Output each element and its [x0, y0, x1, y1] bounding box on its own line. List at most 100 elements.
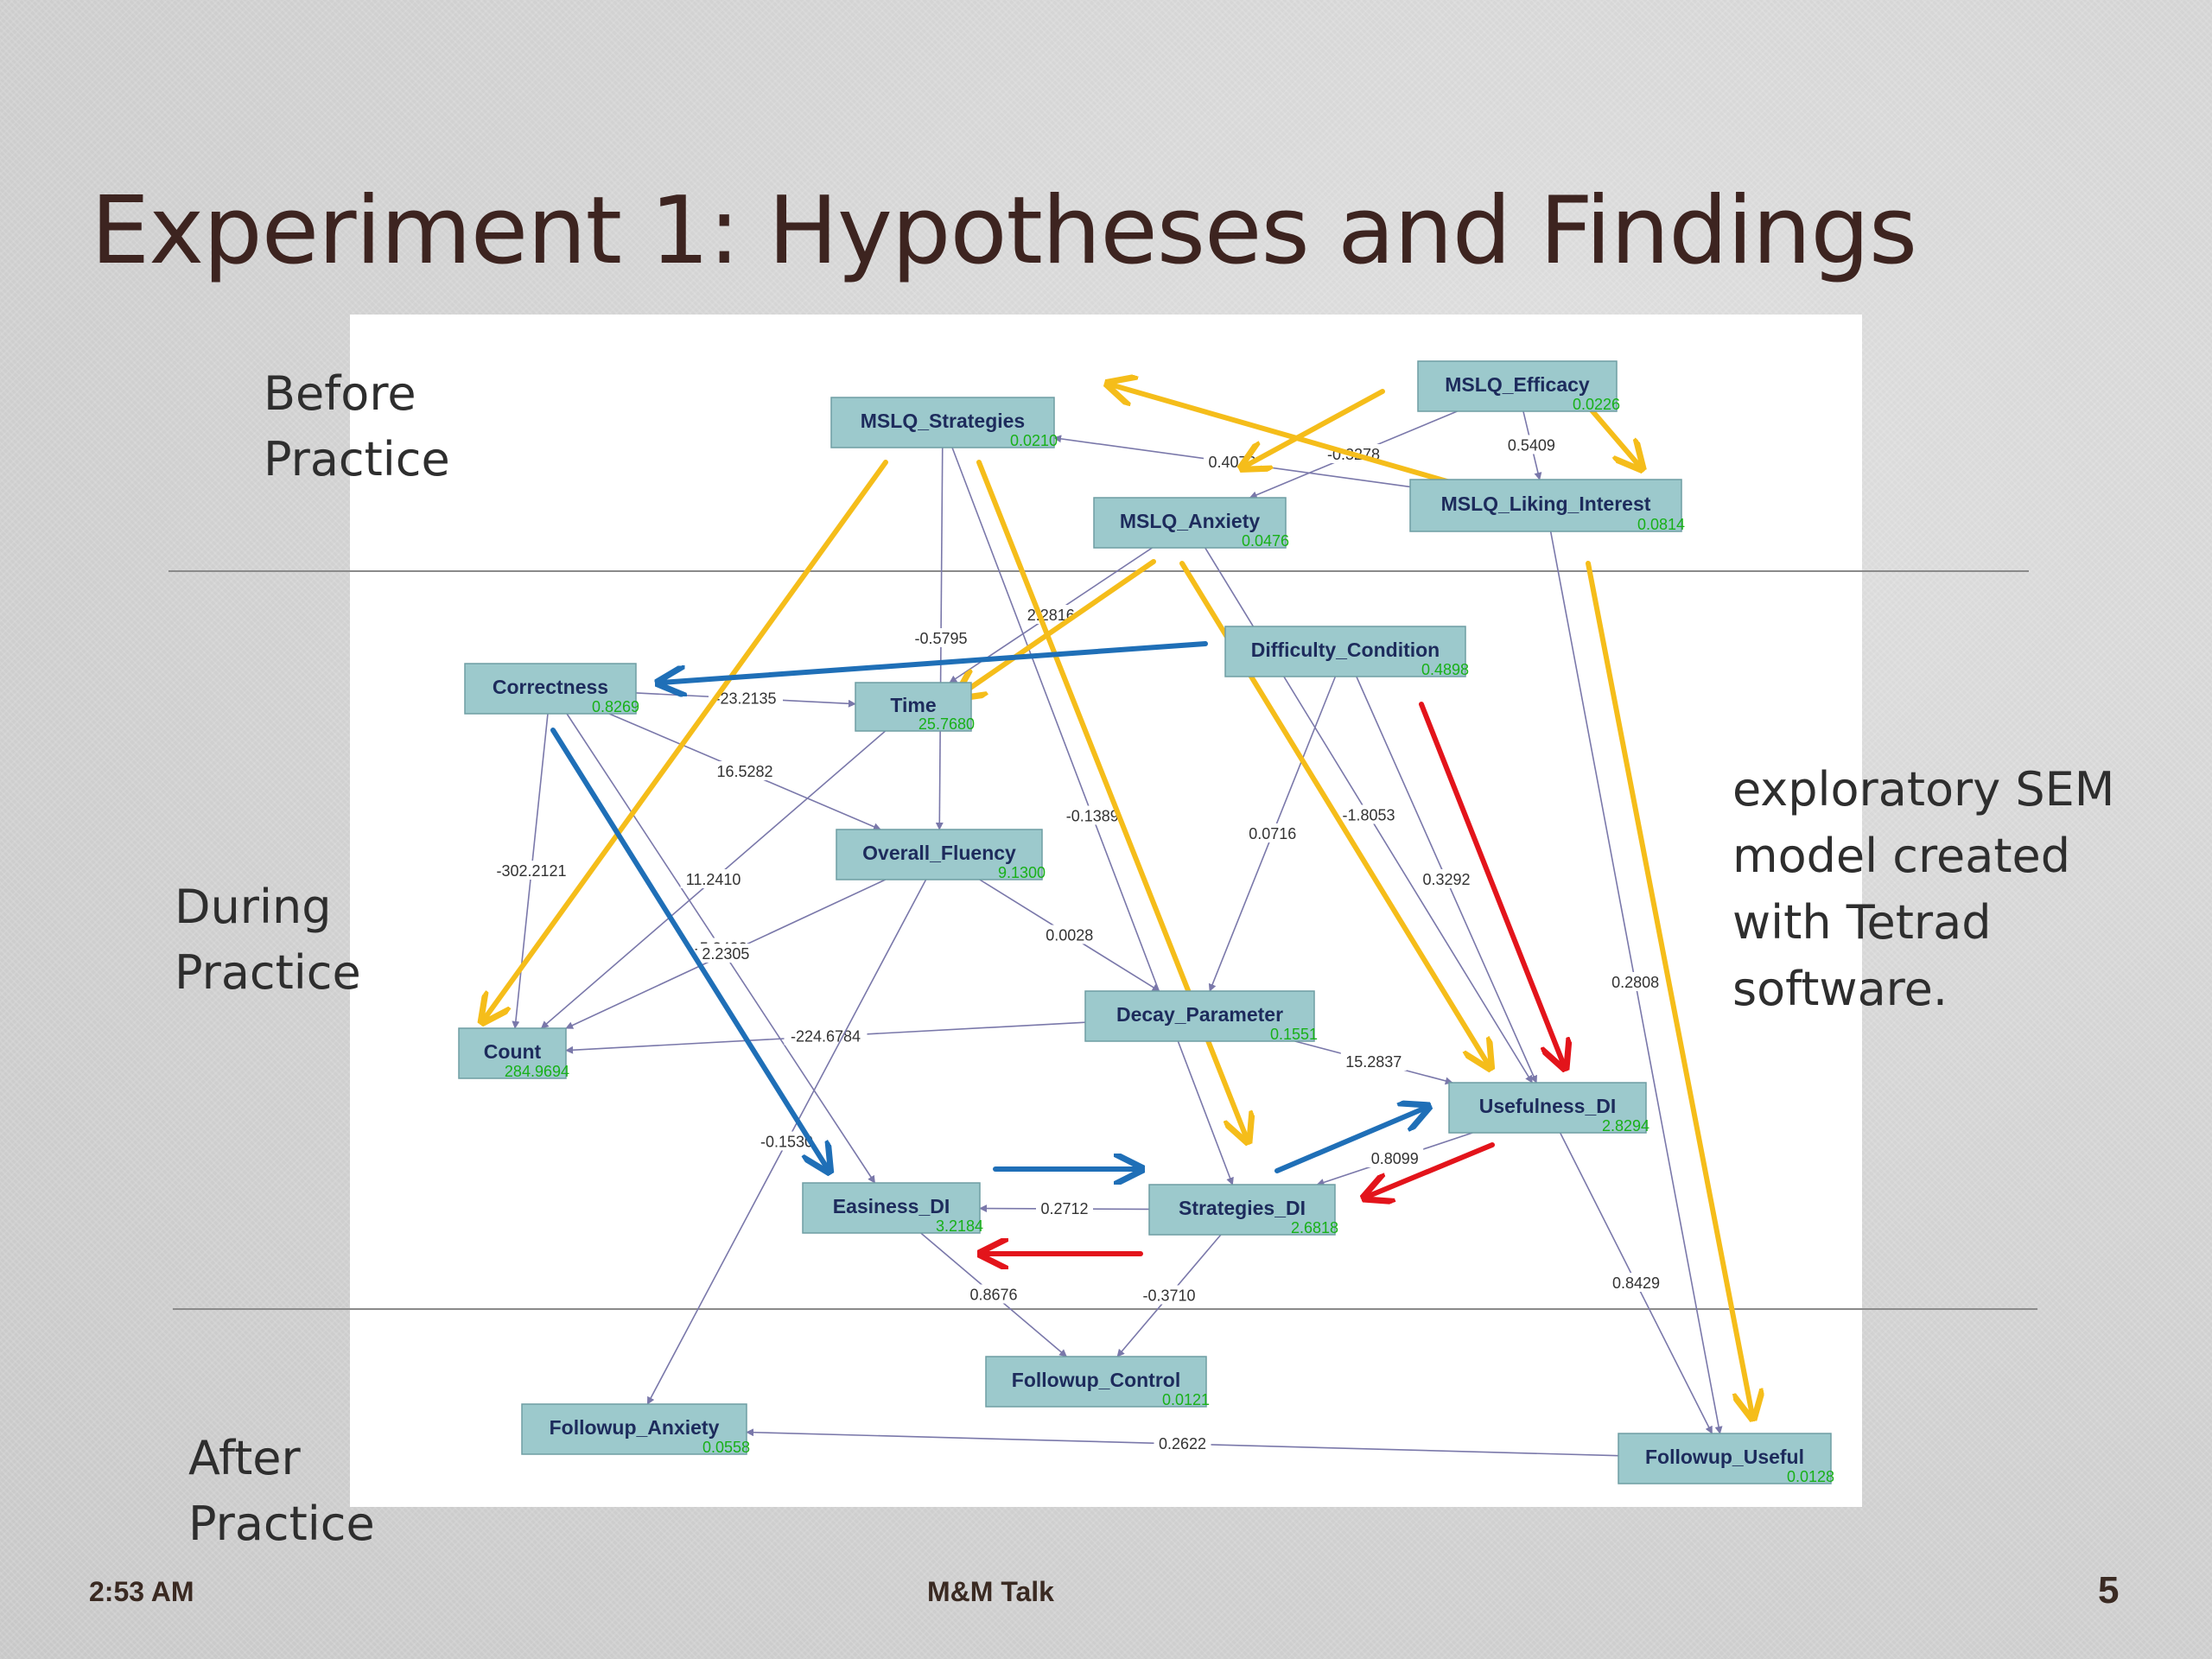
edge-correctness-to-overall-fluency: 16.5282 — [608, 713, 881, 830]
node-label: Decay_Parameter — [1116, 1003, 1283, 1026]
node-box — [985, 1356, 1207, 1408]
edge-weight-label: -0.1530 — [760, 1134, 813, 1151]
stage-label-before-line1: Before — [264, 366, 416, 421]
edge-overall-fluency-to-count: 2.2305 — [565, 879, 887, 1029]
node-box — [1448, 1082, 1647, 1134]
node-usefulness-di[interactable]: Usefulness_DI2.8294 — [1448, 1082, 1649, 1135]
edge-mslq-strategies-to-strategies-di: -0.1389 — [951, 447, 1234, 1185]
edge-weight-label: -302.2121 — [496, 862, 566, 880]
node-strategies-di[interactable]: Strategies_DI2.6818 — [1148, 1184, 1338, 1236]
sem-note-line3: with Tetrad — [1732, 895, 1992, 950]
node-label: Overall_Fluency — [862, 842, 1016, 864]
yellow-highlight-arrow — [1586, 561, 1752, 1415]
edge-weight-label: 2.2305 — [702, 945, 749, 963]
edge-label-bg — [1154, 1433, 1211, 1453]
edge-weight-label: -224.6784 — [791, 1027, 861, 1045]
edge-mslq-liking-interest-to-followup-useful: 0.2808 — [1549, 531, 1723, 1434]
red-highlight-arrow — [1419, 702, 1564, 1065]
node-variance-value: 9.1300 — [998, 864, 1046, 881]
node-variance-value: 0.0476 — [1242, 532, 1289, 550]
edge-weight-label: 0.0716 — [1249, 825, 1296, 842]
node-variance-value: 25.7680 — [918, 715, 975, 733]
edge-strategies-di-to-followup-control: -0.3710 — [1116, 1234, 1222, 1357]
sem-note-line2: model created — [1732, 829, 2070, 883]
edge-easiness-di-to-followup-control: 0.8676 — [920, 1232, 1067, 1357]
node-box — [1224, 626, 1466, 677]
edge-mslq-strategies-to-overall-fluency: -0.5795 — [908, 447, 974, 830]
node-variance-value: 0.0226 — [1573, 396, 1620, 413]
node-box — [521, 1403, 747, 1455]
node-label: Followup_Control — [1012, 1369, 1180, 1391]
node-variance-value: 0.0128 — [1787, 1468, 1834, 1485]
edge-label-bg — [1136, 1285, 1202, 1305]
node-variance-value: 3.2184 — [936, 1217, 983, 1235]
slide-title: Experiment 1: Hypotheses and Findings — [91, 177, 1917, 285]
stage-label-after-line1: After — [188, 1431, 301, 1485]
edge-followup-useful-to-followup-anxiety: 0.2622 — [746, 1428, 1619, 1457]
edge-weight-label: -0.1389 — [1066, 808, 1119, 825]
edge-correctness-to-time: -23.2135 — [635, 688, 856, 708]
node-box — [855, 682, 972, 732]
edge-weight-label: 0.3292 — [1422, 871, 1470, 888]
edge-label-bg — [1418, 869, 1475, 888]
node-variance-value: 0.0121 — [1162, 1391, 1210, 1408]
stage-label-before: Before Practice — [264, 361, 450, 493]
edge-label-bg — [490, 861, 573, 880]
edge-label-bg — [680, 869, 747, 888]
node-box — [830, 397, 1055, 448]
footer-time: 2:53 AM — [89, 1576, 194, 1607]
node-label: Easiness_DI — [833, 1195, 950, 1217]
stage-label-during: During Practice — [175, 874, 361, 1006]
edge-difficulty-condition-to-decay-parameter: 0.0716 — [1208, 676, 1337, 992]
edge-weight-label: -1.8053 — [1342, 807, 1395, 824]
edge-label-bg — [1036, 1198, 1093, 1217]
edge-strategies-di-to-easiness-di: 0.2712 — [979, 1198, 1150, 1217]
node-box — [1618, 1433, 1832, 1484]
edge-label-bg — [1606, 972, 1664, 991]
node-box — [802, 1182, 981, 1234]
node-variance-value: 2.6818 — [1291, 1219, 1338, 1236]
node-label: Time — [890, 694, 936, 716]
nodes-layer: MSLQ_Efficacy0.0226MSLQ_Strategies0.0210… — [458, 360, 1834, 1485]
edge-weight-label: -23.2135 — [715, 690, 776, 707]
node-box — [464, 663, 637, 715]
yellow-highlight-arrow — [484, 460, 888, 1020]
node-variance-value: 0.4898 — [1421, 661, 1469, 678]
edge-weight-label: 0.5409 — [1508, 437, 1555, 454]
footer-page-number: 5 — [2098, 1569, 2120, 1611]
yellow-highlight-arrow — [959, 559, 1156, 696]
node-label: Strategies_DI — [1179, 1197, 1306, 1219]
yellow-highlight-arrow — [1244, 389, 1385, 467]
edges-layer: 0.4072-0.32780.5409-0.57952.2816-23.2135… — [490, 410, 1723, 1457]
edge-correctness-to-count: -302.2121 — [490, 713, 573, 1029]
footer-talk-name: M&M Talk — [927, 1576, 1054, 1607]
node-box — [1148, 1184, 1336, 1236]
edge-usefulness-di-to-followup-useful: 0.8429 — [1559, 1132, 1713, 1434]
edge-mslq-efficacy-to-mslq-liking-interest: 0.5409 — [1503, 410, 1560, 480]
stage-label-during-line2: Practice — [175, 945, 361, 1000]
node-easiness-di[interactable]: Easiness_DI3.2184 — [802, 1182, 983, 1235]
edge-label-bg — [1607, 1273, 1665, 1292]
stage-label-before-line2: Practice — [264, 432, 450, 486]
node-box — [1093, 497, 1287, 549]
node-label: Followup_Useful — [1645, 1446, 1804, 1468]
node-box — [1409, 479, 1682, 532]
node-label: MSLQ_Liking_Interest — [1441, 493, 1651, 515]
edge-label-bg — [709, 688, 783, 708]
edge-difficulty-condition-to-usefulness-di: 0.3292 — [1356, 676, 1537, 1084]
edge-overall-fluency-to-decay-parameter: 0.0028 — [979, 879, 1160, 992]
